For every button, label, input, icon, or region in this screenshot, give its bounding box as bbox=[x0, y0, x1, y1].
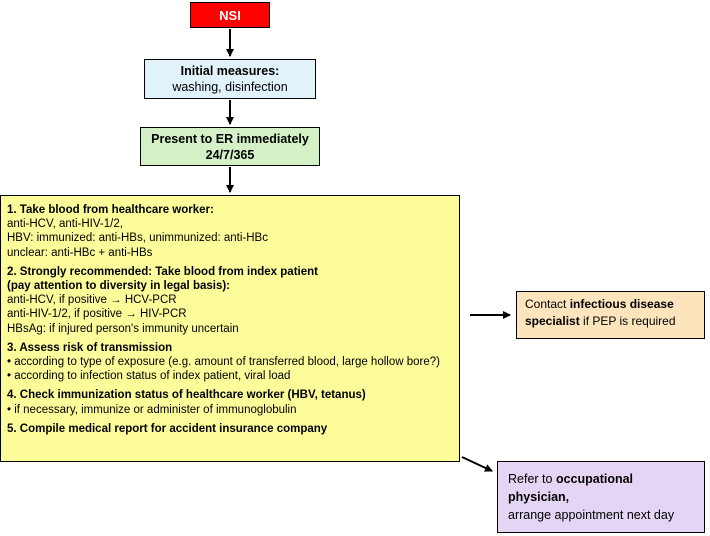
step-1-line-2: HBV: immunized: anti-HBs, unimmunized: a… bbox=[7, 232, 268, 245]
contact-text-bold: infectious disease specialist bbox=[525, 297, 674, 328]
step-4-line-1: • if necessary, immunize or administer o… bbox=[7, 403, 297, 416]
contact-text-post: if PEP is required bbox=[579, 314, 676, 328]
step-1-line-1: anti-HCV, anti-HIV-1/2, bbox=[7, 218, 123, 231]
step-1-heading: 1. Take blood from healthcare worker: bbox=[7, 204, 214, 216]
step-4-section: 4. Check immunization status of healthca… bbox=[7, 388, 453, 416]
step-2-section: 2. Strongly recommended: Take blood from… bbox=[7, 265, 453, 336]
initial-measures-text: washing, disinfection bbox=[172, 80, 288, 94]
step-5-section: 5. Compile medical report for accident i… bbox=[7, 422, 453, 436]
initial-measures-title: Initial measures: bbox=[180, 64, 280, 78]
step-3-heading: 3. Assess risk of transmission bbox=[7, 341, 173, 354]
step-4-heading: 4. Check immunization status of healthca… bbox=[7, 389, 366, 402]
refer-text-line2: arrange appointment next day bbox=[508, 508, 675, 522]
step-5-heading: 5. Compile medical report for accident i… bbox=[7, 422, 328, 435]
step-3-section: 3. Assess risk of transmission • accordi… bbox=[7, 341, 453, 384]
arrow-steps-to-refer bbox=[461, 456, 493, 472]
step-3-line-2: • according to infection status of index… bbox=[7, 370, 291, 383]
step-2-line-2: anti-HIV-1/2, if positive → HIV-PCR bbox=[7, 308, 187, 321]
step-2-heading-1: 2. Strongly recommended: Take blood from… bbox=[7, 265, 318, 278]
contact-text-pre: Contact bbox=[525, 297, 570, 311]
step-1-section: 1. Take blood from healthcare worker: an… bbox=[7, 203, 453, 260]
refer-physician-node: Refer to occupational physician, arrange… bbox=[497, 461, 705, 533]
step-3-line-1: • according to type of exposure (e.g. am… bbox=[7, 356, 440, 369]
present-to-er-node: Present to ER immediately 24/7/365 bbox=[140, 127, 320, 166]
step-2-line-3: HBsAg: if injured person's immunity unce… bbox=[7, 322, 239, 335]
nsi-node: NSI bbox=[190, 2, 270, 28]
procedure-steps-node: 1. Take blood from healthcare worker: an… bbox=[0, 195, 460, 462]
present-to-er-line1: Present to ER immediately bbox=[151, 131, 309, 146]
initial-measures-node: Initial measures: washing, disinfection bbox=[144, 59, 316, 99]
nsi-label: NSI bbox=[219, 7, 241, 23]
refer-text-bold: occupational physician, bbox=[508, 472, 634, 504]
refer-text-pre: Refer to bbox=[508, 472, 556, 486]
step-2-heading-2: (pay attention to diversity in legal bas… bbox=[7, 280, 231, 293]
contact-specialist-node: Contact infectious disease specialist if… bbox=[516, 291, 705, 339]
step-2-line-1: anti-HCV, if positive → HCV-PCR bbox=[7, 294, 177, 307]
present-to-er-line2: 24/7/365 bbox=[205, 147, 255, 162]
step-1-line-3: unclear: anti-HBc + anti-HBs bbox=[7, 246, 153, 259]
